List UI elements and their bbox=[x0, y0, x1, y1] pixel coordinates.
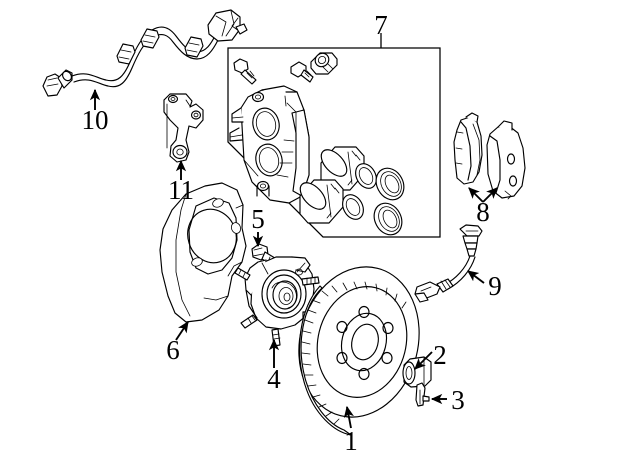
callout-label-10: 10 bbox=[82, 105, 109, 135]
callout-label-3: 3 bbox=[451, 385, 465, 415]
piston-seal-ring-2 bbox=[373, 202, 403, 236]
callout-label-7: 7 bbox=[374, 10, 388, 40]
callout-label-9: 9 bbox=[488, 271, 502, 301]
cotter-pin bbox=[415, 382, 430, 407]
callout-label-11: 11 bbox=[168, 175, 194, 205]
brake-pad-inner bbox=[486, 120, 526, 200]
callout-label-1: 1 bbox=[344, 426, 358, 456]
brake-caliper bbox=[229, 85, 310, 204]
caliper-mounting-bolt bbox=[233, 58, 257, 85]
abs-sensor-bracket bbox=[163, 93, 204, 163]
callout-leaders bbox=[89, 33, 498, 429]
callout-label-5: 5 bbox=[251, 204, 265, 234]
callout-labels: 1 2 3 4 5 6 7 8 9 10 11 bbox=[82, 10, 502, 456]
brake-dust-shield bbox=[159, 182, 247, 323]
wheel-hub-bearing-assembly bbox=[234, 256, 320, 347]
caliper-piston-lower bbox=[299, 179, 344, 224]
piston-dust-seal-1 bbox=[355, 163, 377, 189]
abs-wheel-speed-sensor bbox=[42, 9, 248, 97]
bleeder-screw bbox=[290, 61, 314, 83]
brake-rotor-disc bbox=[298, 266, 420, 436]
callout-label-4: 4 bbox=[267, 364, 281, 394]
brake-pad-outer bbox=[453, 112, 483, 185]
callout-label-6: 6 bbox=[166, 335, 180, 365]
wheel-bearing-cap bbox=[402, 356, 432, 388]
caliper-slide-pin bbox=[310, 52, 338, 75]
piston-dust-seal-2 bbox=[342, 194, 364, 220]
callout-label-2: 2 bbox=[433, 340, 447, 370]
caliper-group-box bbox=[227, 47, 441, 238]
callout-label-8: 8 bbox=[476, 197, 490, 227]
piston-seal-ring-1 bbox=[375, 167, 405, 201]
brake-hose-flexible-line bbox=[414, 224, 483, 303]
